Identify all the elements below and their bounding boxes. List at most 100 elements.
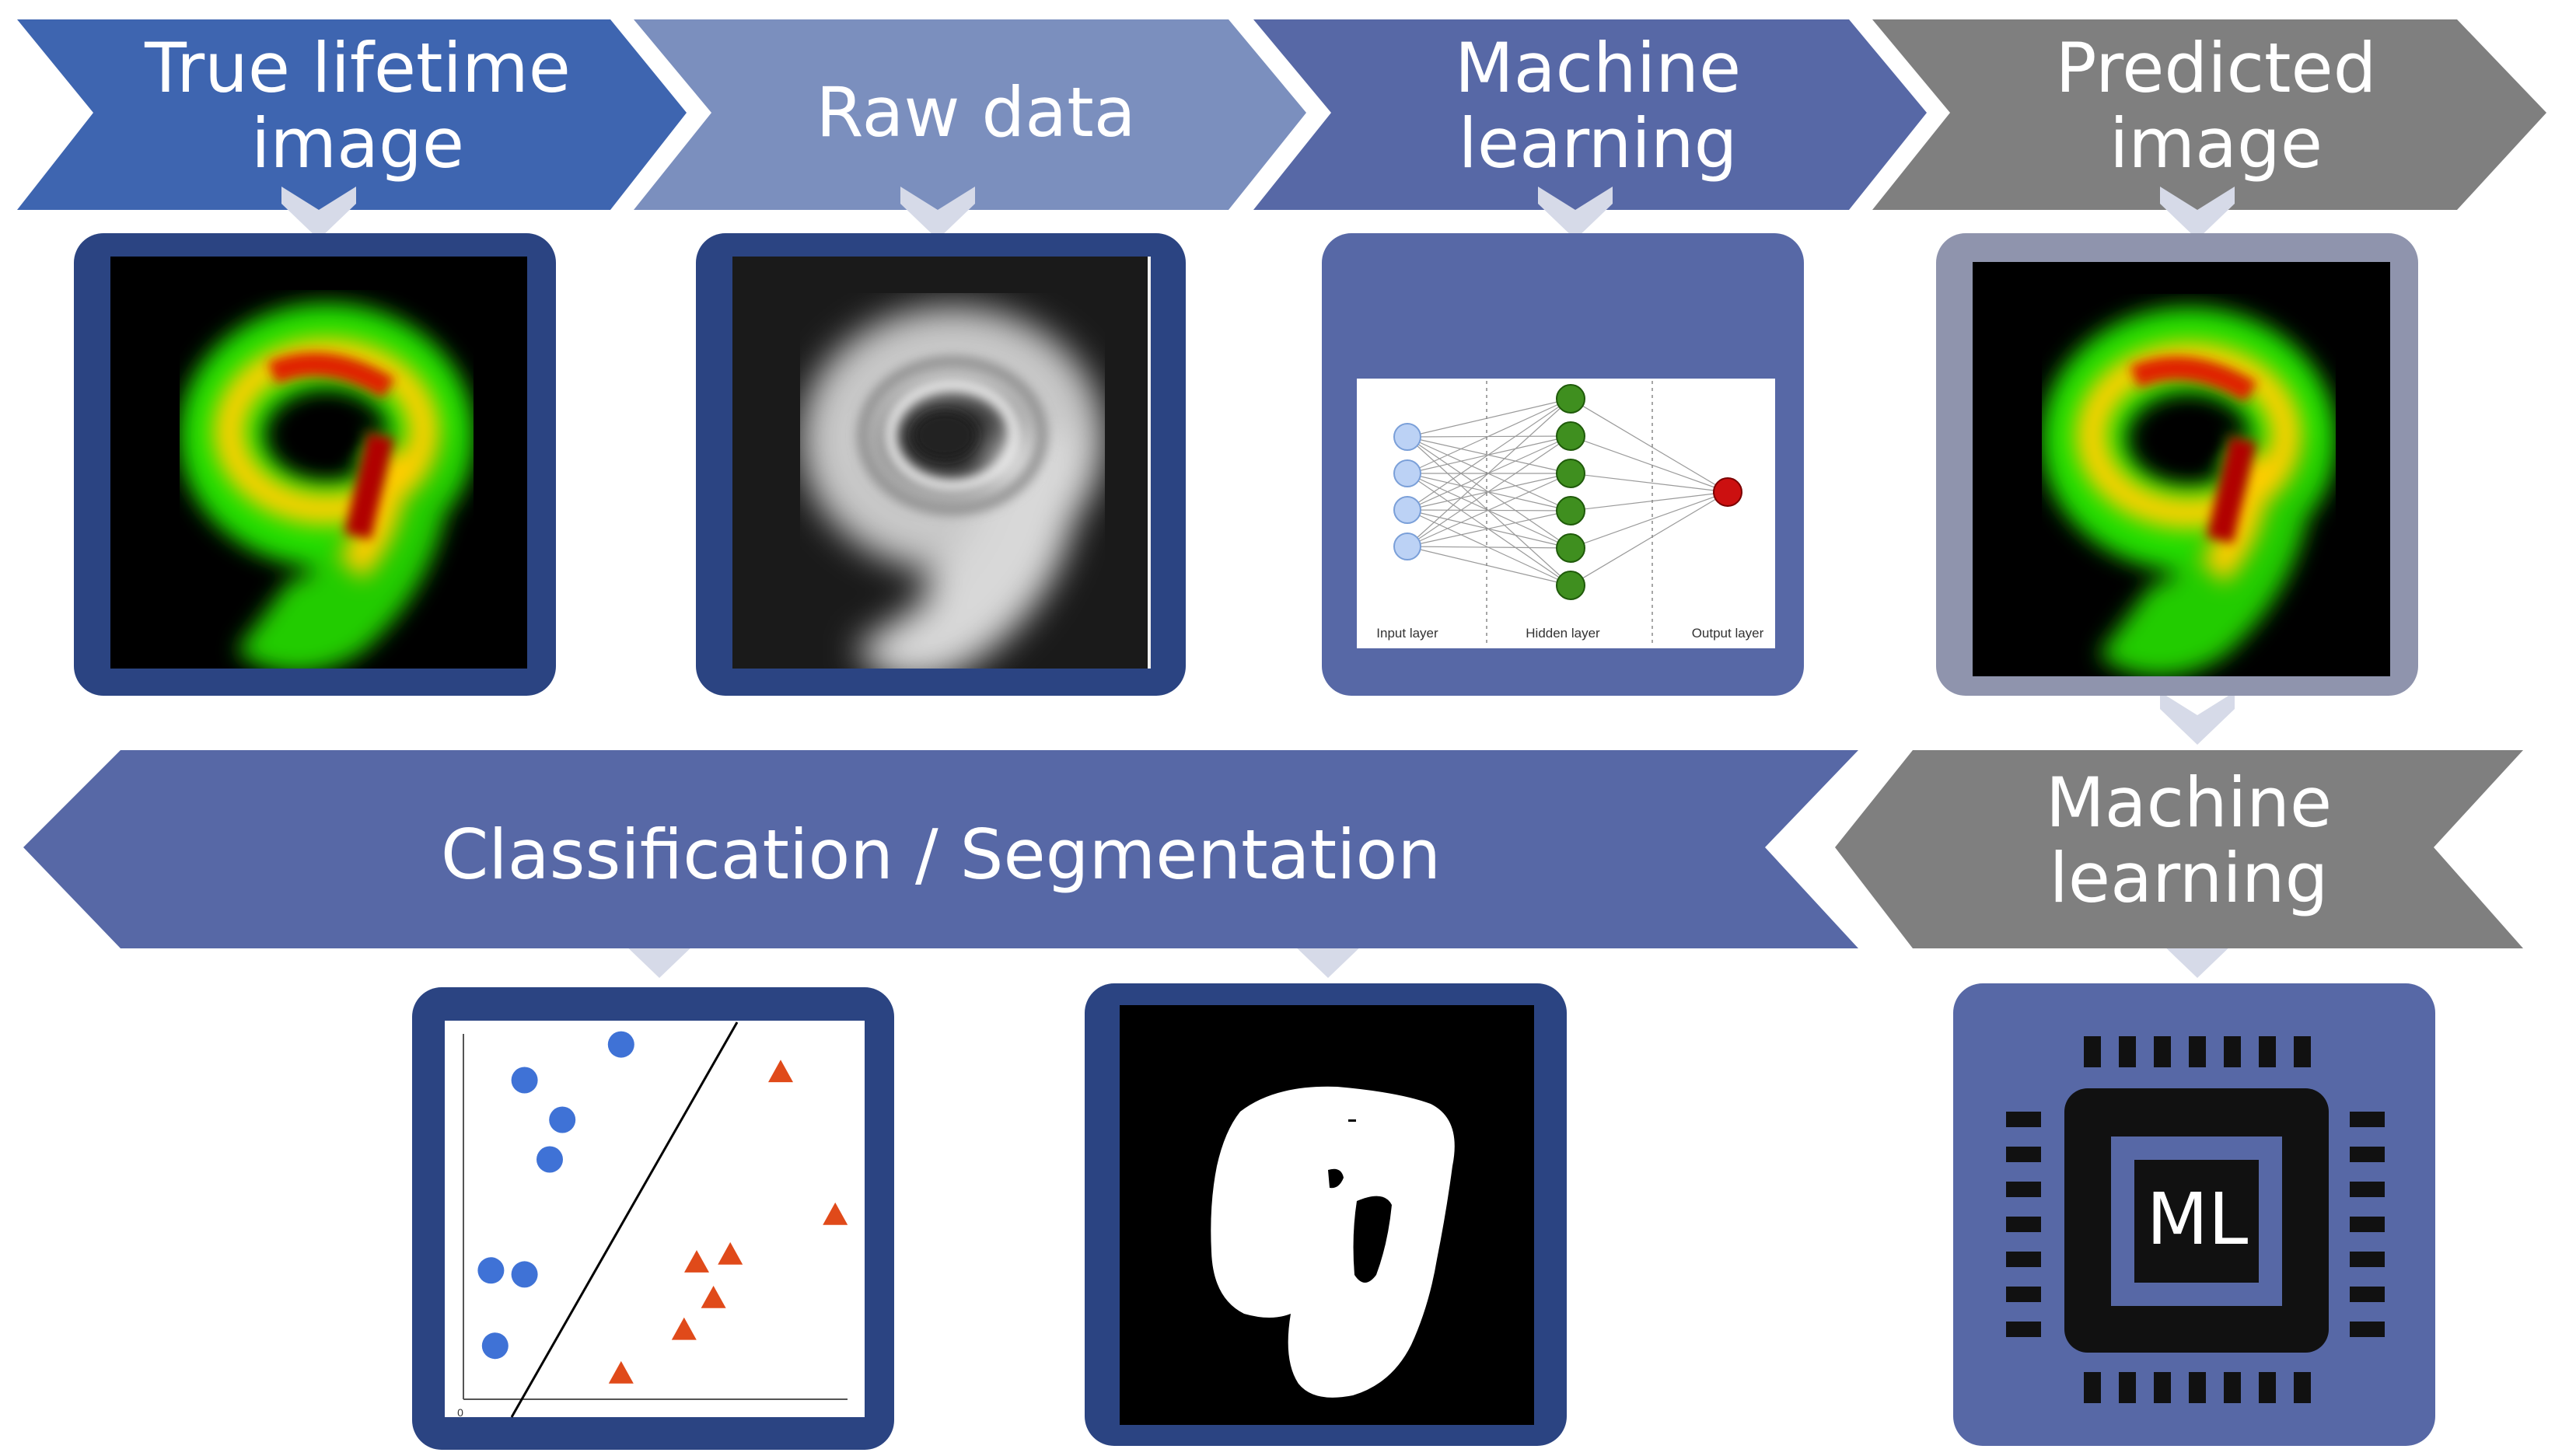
- chip-pin-left: [2006, 1322, 2041, 1337]
- step-predicted-image-line2: image: [2109, 103, 2323, 183]
- step-predicted-image-chevron: Predicted image: [1872, 19, 2546, 210]
- nn-layer-dividers: [1486, 381, 1653, 645]
- red-triangle-point: [671, 1317, 697, 1340]
- chevron-shape: [1835, 750, 2523, 948]
- step-true-lifetime-line1: True lifetime: [144, 28, 571, 108]
- nn-hidden-node: [1556, 496, 1585, 525]
- chip-pin-right: [2350, 1112, 2385, 1127]
- chip-pin-top: [2224, 1036, 2241, 1067]
- chip-pin-left: [2006, 1287, 2041, 1302]
- nn-edge: [1407, 473, 1571, 547]
- nn-edge: [1407, 398, 1571, 511]
- step-raw-data-chevron: Raw data: [634, 19, 1306, 210]
- step-predicted-image-line1: Predicted: [2055, 28, 2376, 108]
- red-triangle-point: [684, 1250, 709, 1273]
- down-arrow-icon: [900, 187, 975, 239]
- chevron-shape: [23, 750, 1858, 948]
- decision-boundary-line: [510, 1021, 739, 1418]
- predicted-heatmap-digit-nine: [2041, 307, 2337, 676]
- mask-digit-nine: [1211, 1086, 1455, 1398]
- red-triangle-point: [718, 1241, 743, 1265]
- chip-pin-left: [2006, 1217, 2041, 1232]
- chip-pin-top: [2294, 1036, 2311, 1067]
- step-true-lifetime-line2: image: [251, 103, 464, 183]
- nn-edge: [1407, 546, 1571, 549]
- nn-output-node: [1713, 477, 1742, 507]
- predicted-image-panel: [1936, 233, 2418, 696]
- chip-pin-top: [2189, 1036, 2206, 1067]
- step-classification-label: Classification / Segmentation: [441, 815, 1441, 895]
- chip-core-inner: [2134, 1160, 2259, 1283]
- down-arrow-icon: [2160, 692, 2235, 745]
- segmentation-mask-panel: [1085, 983, 1567, 1446]
- mask-hole-small: [1328, 1168, 1344, 1189]
- nn-edge: [1407, 398, 1571, 547]
- grayscale-digit-nine: [801, 257, 1151, 669]
- digit-hole: [2158, 414, 2220, 464]
- chip-pin-bottom: [2119, 1372, 2136, 1403]
- raw-data-panel: [696, 233, 1186, 696]
- blue-circle-point: [549, 1106, 576, 1133]
- classification-scatter-panel: 0: [412, 987, 894, 1450]
- blue-circle-point: [511, 1261, 538, 1288]
- chip-pin-bottom: [2259, 1372, 2276, 1403]
- nn-input-node: [1393, 496, 1421, 524]
- chip-pins: [2006, 1036, 2385, 1403]
- nn-hidden-node: [1556, 459, 1585, 488]
- chip-pin-bottom: [2224, 1372, 2241, 1403]
- down-arrow-icon: [1538, 187, 1613, 239]
- chip-pin-right: [2350, 1182, 2385, 1197]
- ml-chip-panel: ML: [1953, 983, 2435, 1446]
- nn-hidden-layer-label: Hidden layer: [1526, 626, 1600, 641]
- true-lifetime-image-panel: [74, 233, 556, 696]
- chip-ml-label: ML: [2147, 1178, 2249, 1261]
- chip-pin-right: [2350, 1322, 2385, 1337]
- nn-edges: [1407, 398, 1728, 586]
- chip-pin-left: [2006, 1147, 2041, 1162]
- chip-pin-top: [2259, 1036, 2276, 1067]
- step-machine-learning-2-chevron: Machine learning: [1835, 750, 2523, 948]
- nn-hidden-node: [1556, 421, 1585, 451]
- scatter-origin-label: 0: [457, 1406, 463, 1419]
- step-machine-learning-line2: learning: [1458, 103, 1737, 183]
- red-triangle-point: [823, 1202, 848, 1225]
- chip-pin-bottom: [2084, 1372, 2101, 1403]
- blue-circle-point: [511, 1067, 538, 1094]
- chevron-shape: [1253, 19, 1927, 210]
- red-triangle-point: [608, 1360, 634, 1384]
- mask-hole: [1353, 1196, 1392, 1283]
- blue-circle-point: [481, 1332, 509, 1360]
- nn-edge: [1570, 473, 1728, 493]
- nn-input-layer-label: Input layer: [1376, 626, 1438, 641]
- down-arrow-icon: [281, 187, 356, 239]
- scatter-canvas: [445, 1021, 865, 1417]
- step-machine-learning-2-line1: Machine: [2046, 763, 2332, 843]
- chip-pin-bottom: [2154, 1372, 2171, 1403]
- chip-pin-left: [2006, 1112, 2041, 1127]
- nn-hidden-node: [1556, 384, 1585, 414]
- nn-edge: [1570, 435, 1728, 493]
- blue-circle-point: [537, 1146, 563, 1173]
- step-classification-chevron: Classification / Segmentation: [23, 750, 1858, 948]
- chevron-shape: [634, 19, 1306, 210]
- nn-nodes: [1393, 384, 1742, 600]
- nn-input-node: [1393, 423, 1421, 451]
- chip-pin-right: [2350, 1147, 2385, 1162]
- red-triangle-point: [768, 1060, 793, 1083]
- step-machine-learning-line1: Machine: [1455, 28, 1741, 108]
- nn-edge: [1407, 398, 1571, 438]
- nn-edge: [1570, 398, 1728, 493]
- step-machine-learning-2-line2: learning: [2049, 838, 2328, 918]
- chip-pin-right: [2350, 1252, 2385, 1267]
- heatmap-digit-nine: [179, 303, 474, 669]
- chip-pin-bottom: [2294, 1372, 2311, 1403]
- nn-edge: [1407, 398, 1571, 474]
- chip-pin-top: [2119, 1036, 2136, 1067]
- nn-output-layer-label: Output layer: [1692, 626, 1764, 641]
- chip-pin-right: [2350, 1217, 2385, 1232]
- nn-edge: [1570, 491, 1728, 512]
- step-raw-data-label: Raw data: [816, 72, 1135, 152]
- digit-hole: [295, 410, 358, 460]
- chip-pin-top: [2084, 1036, 2101, 1067]
